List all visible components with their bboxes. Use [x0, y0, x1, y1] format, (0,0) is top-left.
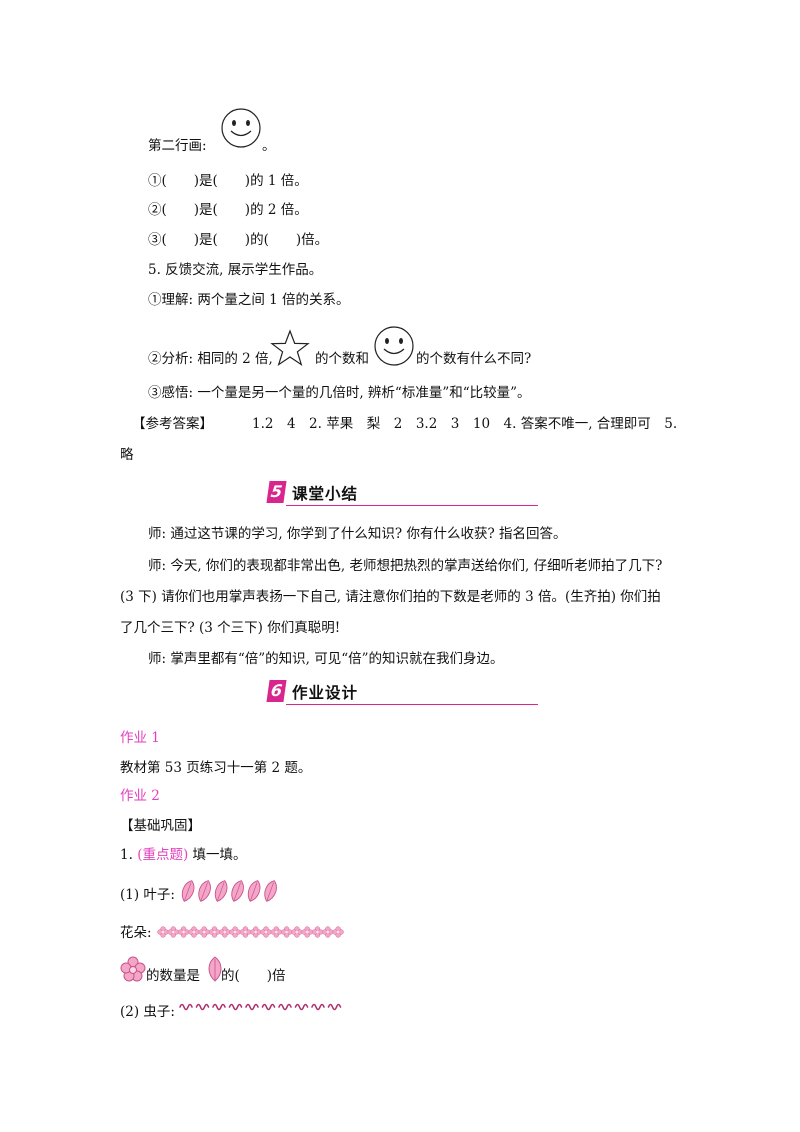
summary-paragraph-2c: 了几个三下? (3 个三下) 你们真聪明! — [120, 620, 341, 636]
flower-icon — [177, 926, 190, 938]
flower-icon — [332, 926, 344, 938]
compare-text-a: 的数量是 — [146, 968, 200, 984]
answer-text: 1.2 4 2. 苹果 梨 2 3.2 3 10 4. 答案不唯一, 合理即可 … — [252, 416, 678, 432]
flower-row — [157, 925, 347, 939]
worm-icon — [311, 1003, 325, 1011]
question-2: ②( )是( )的 2 倍。 — [148, 202, 308, 218]
smiley-face-icon — [220, 107, 262, 149]
key-question-tag: (重点题) — [137, 847, 189, 863]
section-title: 课堂小结 — [292, 485, 359, 503]
summary-paragraph-3: 师: 掌声里都有“倍”的知识, 可见“倍”的知识就在我们身边。 — [148, 651, 504, 667]
flower-icon — [260, 926, 272, 938]
basic-section-label: 【基础巩固】 — [120, 818, 201, 834]
flower-icon — [157, 926, 169, 938]
leaf-icon — [231, 880, 244, 902]
bugs-label: (2) 虫子: — [120, 1004, 175, 1020]
section-title: 作业设计 — [292, 684, 359, 702]
worm-icon — [228, 1003, 243, 1011]
flower-icon — [270, 926, 282, 938]
flower-icon — [291, 926, 303, 938]
flower-icon — [188, 926, 200, 938]
homework-1-text: 教材第 53 页练习十一第 2 题。 — [120, 760, 312, 776]
section-heading-homework: 6 作业设计 — [266, 680, 543, 706]
worm-icon — [245, 1003, 259, 1011]
worm-icon — [278, 1003, 292, 1011]
section-divider — [286, 704, 538, 705]
homework-1-label: 作业 1 — [120, 730, 160, 746]
leaf-icon — [181, 880, 195, 902]
summary-paragraph-1: 师: 通过这节课的学习, 你学到了什么知识? 你有什么收获? 指名回答。 — [148, 526, 567, 542]
worm-icon — [261, 1003, 276, 1011]
leaf-icon — [198, 880, 211, 902]
section-number-badge: 6 — [266, 680, 287, 702]
question-text: 填一填。 — [192, 847, 247, 863]
worm-icon — [179, 1003, 193, 1011]
flower-icon — [311, 926, 324, 938]
worm-icon — [195, 1003, 210, 1011]
leaf-icon — [264, 880, 277, 902]
summary-paragraph-2b: (3 下) 请你们也用掌声表扬一下自己, 请注意你们拍的下数是老师的 3 倍。(… — [120, 589, 661, 605]
question-3: ③( )是( )的( )倍。 — [148, 232, 329, 248]
row2-end: 。 — [262, 138, 276, 154]
flower-icon — [301, 926, 313, 938]
analyze-text-b: 的个数和 — [315, 351, 369, 367]
flower-icon — [280, 926, 293, 938]
feedback-line: 5. 反馈交流, 展示学生作品。 — [148, 262, 323, 278]
answer-label: 【参考答案】 — [132, 416, 213, 432]
flower-icon — [250, 926, 262, 938]
flower-icon — [219, 926, 231, 938]
worm-icon — [327, 1003, 342, 1011]
flower-icon — [120, 956, 146, 982]
worm-icon — [212, 1003, 226, 1011]
section-divider — [286, 505, 538, 506]
flower-icon — [229, 926, 241, 938]
homework-2-label: 作业 2 — [120, 788, 160, 804]
flower-icon — [198, 926, 210, 938]
flower-icon — [239, 926, 252, 938]
question-number: 1. — [120, 847, 133, 863]
question-1: ①( )是( )的 1 倍。 — [148, 173, 308, 189]
flowers-label: 花朵: — [120, 925, 152, 941]
feel-line: ③感悟: 一个量是另一个量的几倍时, 辨析“标准量”和“比较量”。 — [148, 385, 531, 401]
question-1-line: 1. (重点题) 填一填。 — [120, 846, 247, 864]
leaf-row — [178, 879, 280, 903]
worm-icon — [294, 1003, 309, 1011]
analyze-text-a: ②分析: 相同的 2 倍, — [148, 351, 273, 367]
leaf-icon — [214, 880, 228, 902]
flower-icon — [322, 926, 334, 938]
section-number-badge: 5 — [266, 481, 287, 503]
star-outline-icon — [270, 329, 310, 367]
analyze-text-c: 的个数有什么不同? — [416, 351, 532, 367]
understand-line: ①理解: 两个量之间 1 倍的关系。 — [148, 292, 350, 308]
leaf-icon — [247, 880, 261, 902]
section-heading-summary: 5 课堂小结 — [266, 481, 543, 507]
answer-wrap: 略 — [120, 447, 134, 463]
flower-icon — [208, 926, 221, 938]
summary-paragraph-2a: 师: 今天, 你们的表现都非常出色, 老师想把热烈的掌声送给你们, 仔细听老师拍… — [148, 558, 663, 574]
compare-text-b: 的( )倍 — [221, 968, 286, 984]
row2-label: 第二行画: — [148, 138, 207, 154]
worm-row — [178, 998, 348, 1012]
leaves-label: (1) 叶子: — [120, 887, 175, 903]
flower-icon — [167, 926, 179, 938]
leaf-icon — [206, 956, 224, 982]
smiley-face-icon — [373, 325, 415, 367]
